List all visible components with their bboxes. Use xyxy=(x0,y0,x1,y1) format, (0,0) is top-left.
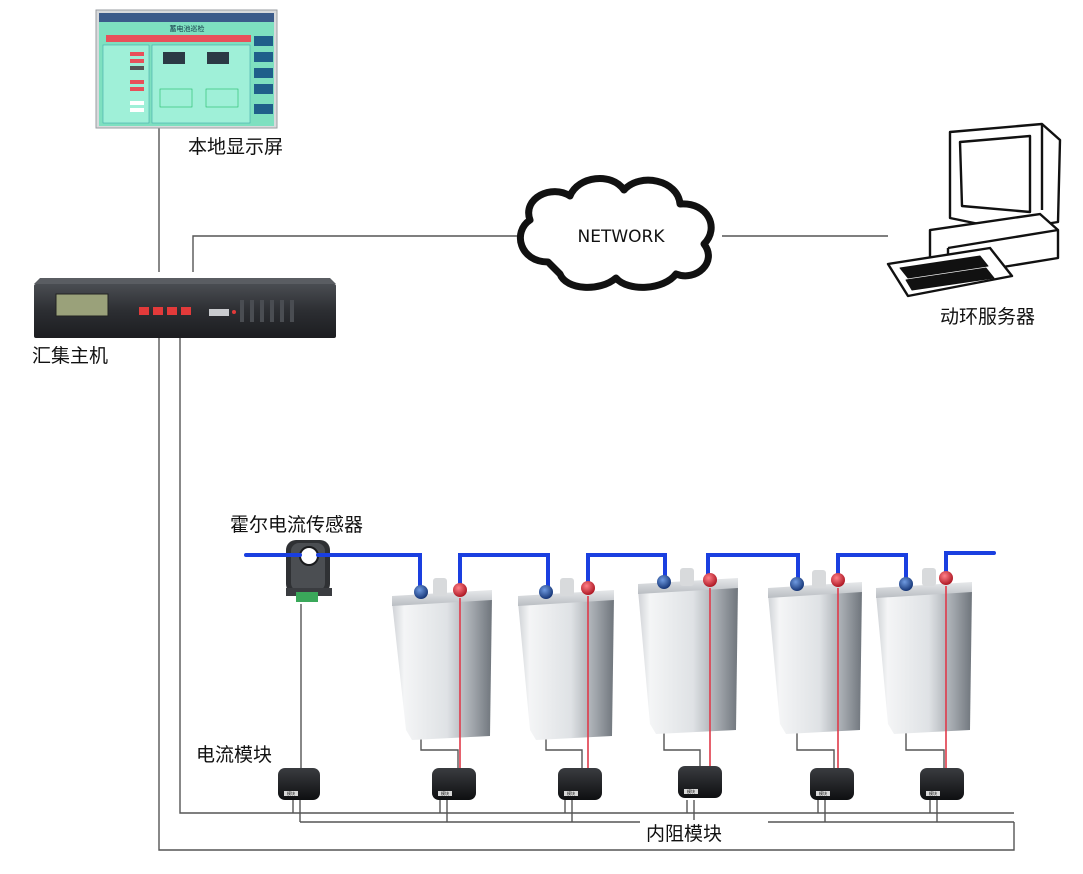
host-buttons xyxy=(139,307,191,315)
battery-cell xyxy=(638,568,738,734)
module-tag: 模块 xyxy=(441,790,449,796)
blue-bus-bars xyxy=(244,551,996,592)
network-label: NETWORK xyxy=(578,227,666,247)
resistance-modules: 模块 模块 模块 模块 模块 xyxy=(432,766,964,800)
resistance-module: 模块 xyxy=(432,768,476,800)
module-tag: 模块 xyxy=(687,788,695,794)
hall-sensor-label: 霍尔电流传感器 xyxy=(230,514,363,536)
usb-port-icon xyxy=(209,309,229,316)
host-indicator-leds xyxy=(240,300,294,322)
local-display-screen: 蓄电池巡检 xyxy=(95,9,278,129)
current-module-label: 电流模块 xyxy=(196,744,272,766)
battery-cell xyxy=(768,570,862,734)
local-display-label: 本地显示屏 xyxy=(188,136,283,158)
host-lcd xyxy=(55,293,109,317)
battery-cell xyxy=(876,568,972,734)
module-tag: 模块 xyxy=(567,790,575,796)
battery-string xyxy=(392,568,972,740)
resistance-module: 模块 xyxy=(920,768,964,800)
resistance-module: 模块 xyxy=(810,768,854,800)
module-tag: 模块 xyxy=(929,790,937,796)
server-label: 动环服务器 xyxy=(940,306,1035,328)
screen-title: 蓄电池巡检 xyxy=(170,24,205,33)
battery-cell xyxy=(392,578,492,740)
wiring xyxy=(158,127,1015,851)
hall-current-sensor xyxy=(286,540,332,602)
resistance-module: 模块 xyxy=(678,766,722,798)
wire-outer-bus xyxy=(158,338,1015,851)
wire-inner-bus xyxy=(179,338,1014,814)
resistance-module: 模块 xyxy=(558,768,602,800)
host-label: 汇集主机 xyxy=(32,345,108,367)
wire-host-network xyxy=(192,235,522,272)
aggregation-host xyxy=(34,278,336,338)
current-module: 模块 xyxy=(278,768,320,800)
resistance-module-label: 内阻模块 xyxy=(646,823,722,845)
server-workstation xyxy=(886,122,1062,298)
network-cloud: NETWORK xyxy=(516,175,715,291)
module-tag: 模块 xyxy=(819,790,827,796)
module-tag: 模块 xyxy=(287,790,295,796)
screen-side-buttons xyxy=(254,36,273,114)
battery-cell xyxy=(518,578,614,740)
red-sense-leads xyxy=(459,586,947,768)
